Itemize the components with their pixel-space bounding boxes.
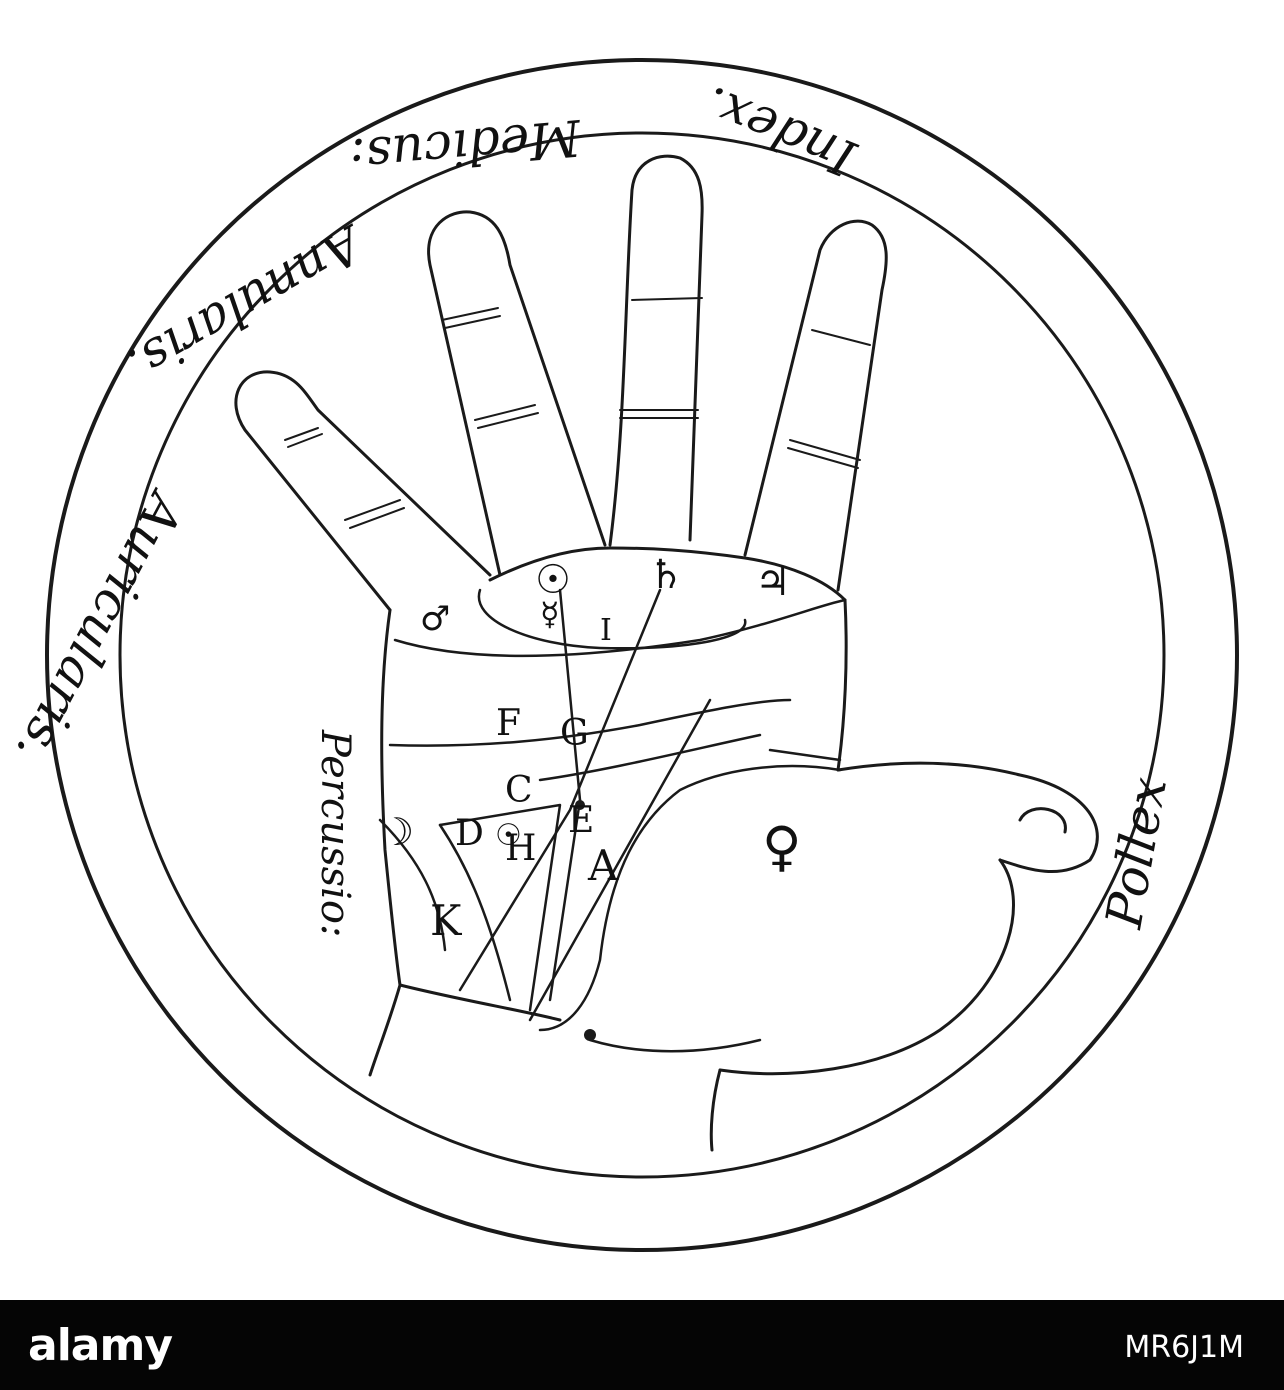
palm-markers [575,800,596,1041]
letter-g: G [560,713,589,754]
alamy-logo: alamy [28,1320,173,1371]
label-annularis: Annularis. [118,213,376,395]
letter-i: I [600,613,612,648]
jupiter-symbol: ♃ [755,559,791,605]
label-pollex: Pollex [1095,773,1179,933]
inner-ring [118,131,1166,1179]
letter-h: H [505,828,536,869]
image-id: MR6J1M [1124,1330,1244,1365]
letter-a: A [587,841,619,890]
venus-symbol: ♀ [762,815,802,878]
letter-d: D [455,813,484,854]
saturn-symbol: ♄ [648,552,684,598]
label-auricularis: Auricularis. [5,481,197,773]
outer-ring [45,58,1239,1252]
sun-lower-symbol: ☉ [495,818,522,853]
mars-symbol: ♂ [420,599,450,639]
letter-k: K [430,896,463,945]
engraving-canvas: Auricularis. Annularis. Medicus: Index. … [4,58,1239,1252]
watermark-footer: alamy MR6J1M [0,1300,1284,1390]
letter-f: F [496,703,521,744]
sun-symbol: ☉ [535,557,571,603]
palm-lines [378,588,847,1053]
finger-creases [284,297,871,529]
letter-c: C [505,770,533,811]
mercury-symbol: ☿ [540,595,560,633]
label-percussio: Percussio: [312,729,358,937]
moon-symbol: ☽ [380,810,414,854]
palmistry-diagram: Auricularis. Annularis. Medicus: Index. … [5,58,1239,1252]
letter-e: E [568,800,594,841]
hand-outline [234,154,1099,1152]
